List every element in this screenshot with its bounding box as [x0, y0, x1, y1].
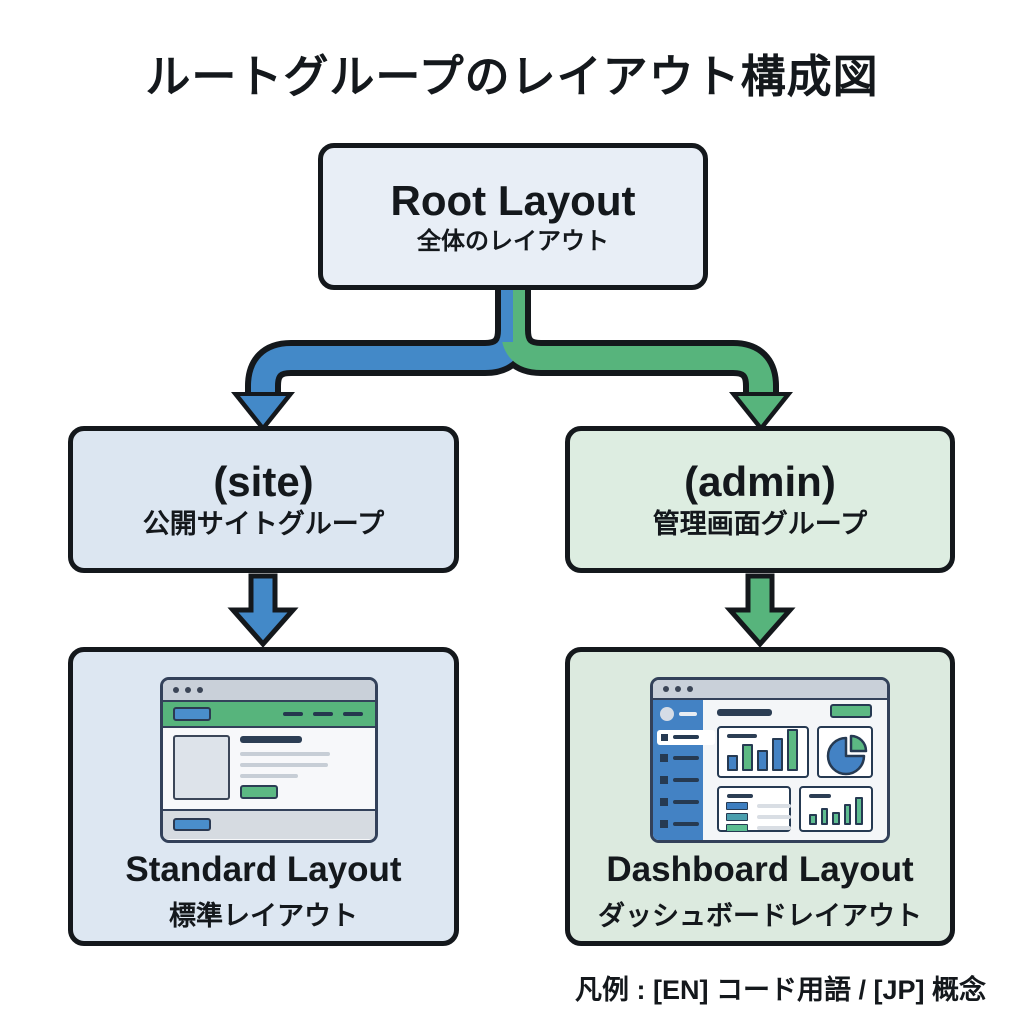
sidebar-item-line: [673, 756, 699, 760]
card-heading-line: [727, 794, 753, 798]
node-root-layout: Root Layout 全体のレイアウト: [318, 143, 708, 290]
card-heading-line: [727, 734, 757, 738]
sidebar-active-item: [657, 730, 715, 745]
sidebar-item: [660, 754, 700, 763]
chart-bar: [772, 738, 783, 771]
list-chip: [726, 813, 748, 821]
sidebar-item-icon: [660, 754, 668, 762]
sidebar-item-line: [673, 822, 699, 826]
list-chip: [726, 802, 748, 810]
sidebar-item: [660, 820, 700, 829]
mini-bar-chart-card: [799, 786, 873, 832]
chart-bar: [855, 797, 863, 825]
dashboard-title-line: [717, 709, 772, 716]
window-dot-icon: [675, 686, 681, 692]
root-layout-en-label: Root Layout: [390, 176, 636, 224]
navbar-menu-dashes: [283, 712, 363, 716]
dashboard-main-area: [703, 700, 887, 840]
chart-bar: [757, 750, 768, 771]
chart-bar: [843, 804, 852, 825]
site-side-panel: [173, 735, 230, 800]
site-text-line: [240, 774, 298, 778]
arrow-site-to-standard: [227, 573, 299, 648]
window-dot-icon: [185, 687, 191, 693]
site-text-line: [240, 752, 330, 756]
sidebar-item-line: [673, 778, 699, 782]
site-text-line: [240, 763, 328, 767]
site-content-area: [163, 728, 375, 809]
browser-chrome-bar: [653, 680, 887, 700]
node-site-group: (site) 公開サイトグループ: [68, 426, 459, 573]
legend: 凡例 : [EN] コード用語 / [JP] 概念: [575, 975, 986, 1005]
diagram-title: ルートグループのレイアウト構成図: [145, 51, 879, 102]
sidebar-item-icon: [661, 734, 668, 741]
window-dot-icon: [197, 687, 203, 693]
site-group-jp-label: 公開サイトグループ: [142, 509, 385, 539]
list-line: [757, 815, 791, 819]
site-group-en-label: (site): [213, 458, 314, 505]
node-dashboard-layout: Dashboard Layout ダッシュボードレイアウト: [565, 647, 955, 946]
dashboard-layout-jp-label: ダッシュボードレイアウト: [598, 901, 922, 931]
node-standard-layout: Standard Layout 標準レイアウト: [68, 647, 459, 946]
arrow-admin-to-dashboard: [724, 573, 796, 648]
stem-blue-half: [501, 288, 513, 342]
list-card: [717, 786, 791, 832]
site-footer-button: [173, 818, 211, 831]
bar-chart: [727, 729, 799, 771]
standard-layout-en-label: Standard Layout: [125, 850, 402, 889]
site-heading-line: [240, 736, 302, 743]
chart-bar: [727, 755, 738, 771]
menu-dash: [343, 712, 363, 716]
window-dot-icon: [663, 686, 669, 692]
sidebar-item-icon: [660, 776, 668, 784]
pie-chart-icon: [826, 734, 868, 776]
card-heading-line: [809, 794, 831, 798]
sidebar-item-icon: [660, 820, 668, 828]
list-chip: [726, 824, 748, 832]
node-admin-group: (admin) 管理画面グループ: [565, 426, 955, 573]
site-cta-button: [240, 785, 278, 799]
sidebar-item: [660, 776, 700, 785]
pie-chart-card: [817, 726, 873, 778]
chart-bar: [820, 808, 829, 825]
site-navbar: [163, 702, 375, 728]
bar-chart-card: [717, 726, 809, 778]
chart-bar: [832, 812, 840, 825]
avatar-name-line: [679, 712, 697, 716]
standard-layout-jp-label: 標準レイアウト: [169, 901, 358, 931]
chart-bar: [809, 814, 817, 825]
sidebar-item-line: [673, 800, 699, 804]
site-logo-block: [173, 707, 211, 721]
dashboard-cta-button: [830, 704, 872, 718]
browser-chrome-bar: [163, 680, 375, 702]
sidebar-item-icon: [660, 798, 668, 806]
avatar: [660, 707, 674, 721]
mini-bar-chart: [809, 797, 863, 825]
chart-bar: [742, 744, 753, 771]
list-line: [757, 826, 791, 830]
sidebar-item: [660, 798, 700, 807]
dashboard-mockup: [650, 677, 890, 843]
admin-group-jp-label: 管理画面グループ: [652, 509, 868, 539]
chart-bar: [787, 729, 798, 771]
dashboard-sidebar: [653, 700, 715, 840]
window-dot-icon: [687, 686, 693, 692]
root-layout-jp-label: 全体のレイアウト: [417, 227, 609, 255]
standard-layout-browser-mockup: [160, 677, 378, 843]
sidebar-item-line: [673, 735, 699, 739]
site-footer-bar: [163, 809, 375, 839]
menu-dash: [313, 712, 333, 716]
menu-dash: [283, 712, 303, 716]
admin-group-en-label: (admin): [684, 458, 836, 505]
list-line: [757, 804, 791, 808]
dashboard-layout-en-label: Dashboard Layout: [606, 850, 914, 889]
window-dot-icon: [173, 687, 179, 693]
